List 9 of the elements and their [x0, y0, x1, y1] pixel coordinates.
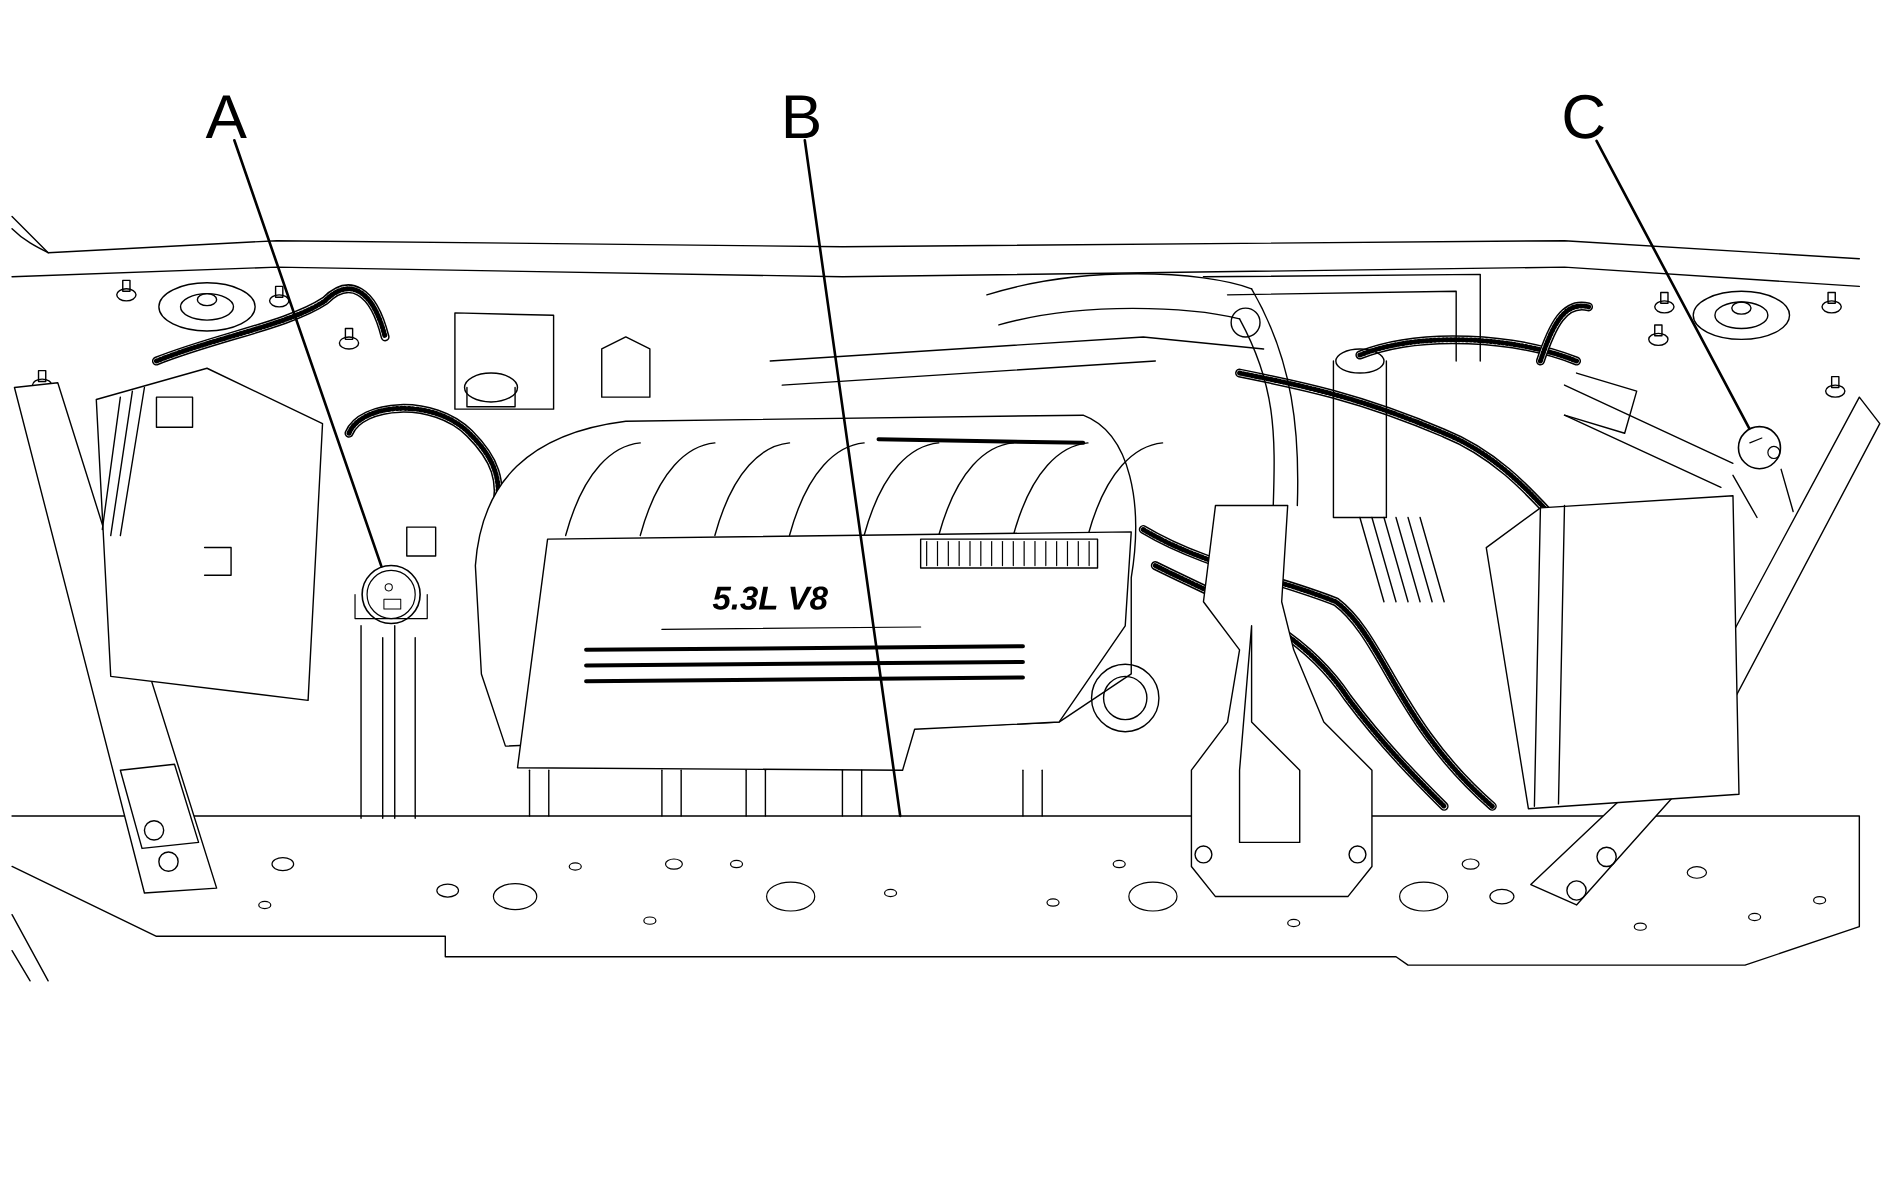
reservoir-cap: [1737, 425, 1782, 470]
leader-line: [233, 138, 383, 568]
leader-line: [803, 138, 902, 818]
radiator-cap: [354, 564, 428, 625]
callout-letter: B: [785, 95, 819, 138]
cover-lettering: 5.3L V8: [712, 586, 828, 610]
leader-line: [1595, 139, 1751, 430]
callout-letter: A: [205, 95, 247, 138]
callout-letter: C: [1564, 94, 1604, 139]
